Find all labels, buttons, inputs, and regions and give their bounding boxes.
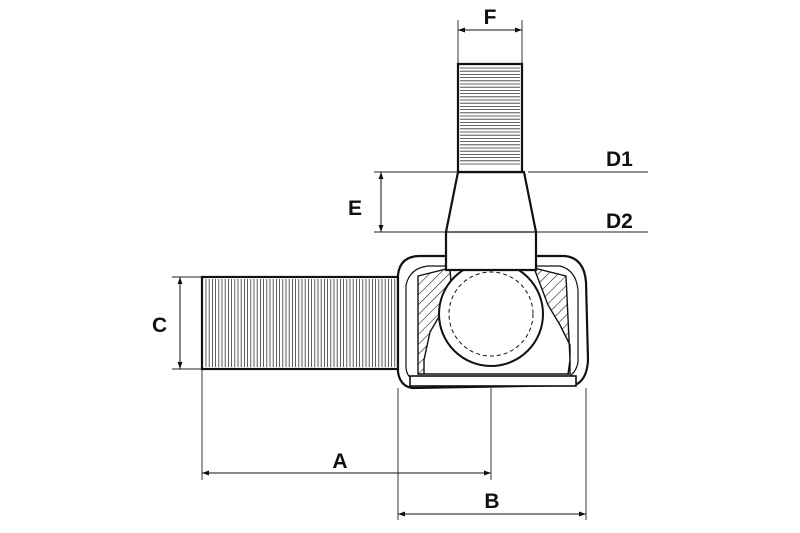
socket-housing [396, 254, 590, 390]
threaded-shank [200, 275, 400, 371]
dimension-a: A [201, 369, 492, 480]
shank-thread-lines [205, 279, 399, 367]
label-d1: D1 [606, 148, 633, 171]
dimension-d2: D2 [536, 210, 648, 233]
ball-stud [438, 261, 544, 367]
label-d2: D2 [606, 210, 633, 233]
label-b: B [484, 490, 499, 513]
dimension-e: E [348, 171, 458, 233]
dimension-d1: D1 [528, 148, 648, 173]
tapered-pin [444, 62, 538, 272]
label-c: C [152, 314, 167, 337]
dimension-b: B [397, 388, 587, 520]
label-f: F [484, 6, 497, 29]
pin-thread-lines [460, 67, 520, 165]
label-e: E [348, 197, 362, 220]
dimension-c: C [152, 276, 202, 370]
dimension-f: F [457, 6, 523, 64]
label-a: A [332, 450, 347, 473]
